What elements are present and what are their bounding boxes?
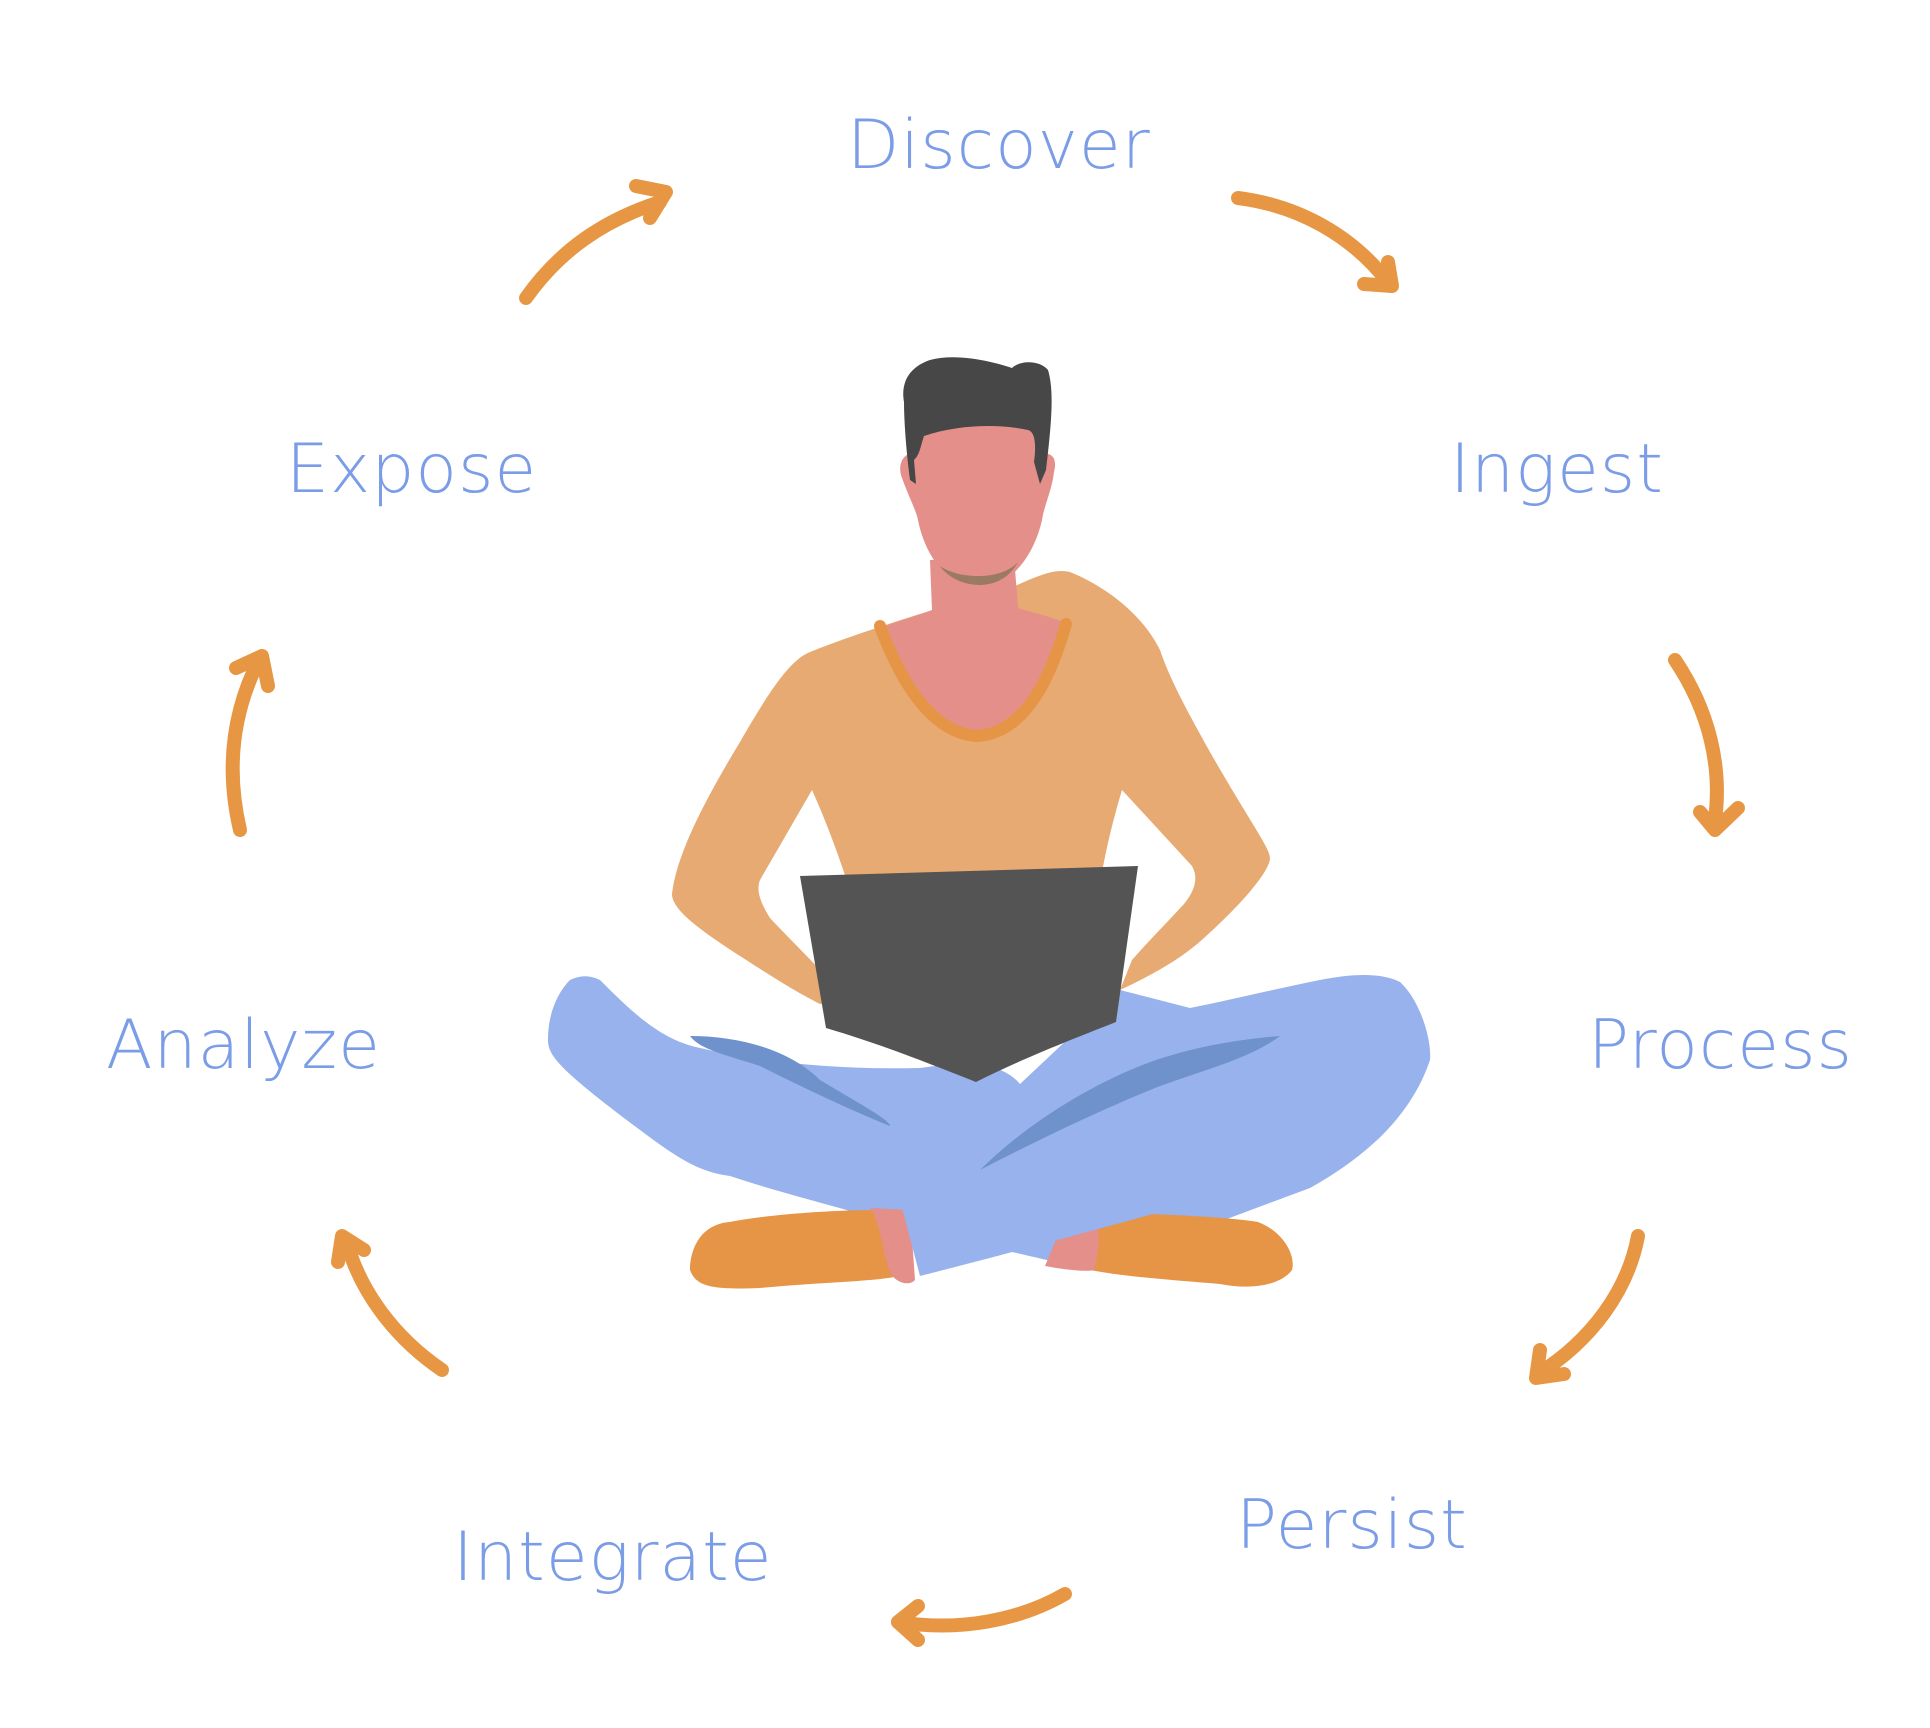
person-shirt [672, 570, 1270, 1004]
right-shoe [1090, 1212, 1293, 1287]
stage-label-discover: Discover [847, 106, 1151, 185]
stage-label-process: Process [1588, 1006, 1853, 1085]
person-illustration [548, 357, 1431, 1289]
laptop [800, 866, 1138, 1082]
arrow-integrate-to-analyze [331, 1229, 449, 1377]
chin-shadow [940, 562, 1018, 586]
stage-label-integrate: Integrate [453, 1518, 773, 1597]
left-shoe [690, 1210, 900, 1289]
arrow-expose-to-discover [519, 179, 673, 305]
pants-shadow-right [980, 1036, 1280, 1170]
left-ankle [870, 1208, 915, 1284]
arrow-process-to-persist [1529, 1229, 1645, 1385]
person-neck [880, 556, 1068, 734]
arrow-persist-to-integrate [891, 1587, 1072, 1647]
pants-shadow-left [690, 1036, 890, 1126]
stage-label-persist: Persist [1236, 1486, 1468, 1565]
arrow-analyze-to-expose [225, 649, 275, 837]
shirt-collar [874, 618, 1072, 743]
arrow-ingest-to-process [1668, 653, 1745, 837]
stage-label-ingest: Ingest [1450, 430, 1664, 509]
arrow-discover-to-ingest [1231, 191, 1399, 293]
person-hair [903, 357, 1052, 484]
person-face [900, 420, 1056, 588]
stage-label-analyze: Analyze [106, 1006, 381, 1085]
stage-label-expose: Expose [286, 430, 537, 509]
crossed-leg [900, 1060, 1340, 1276]
